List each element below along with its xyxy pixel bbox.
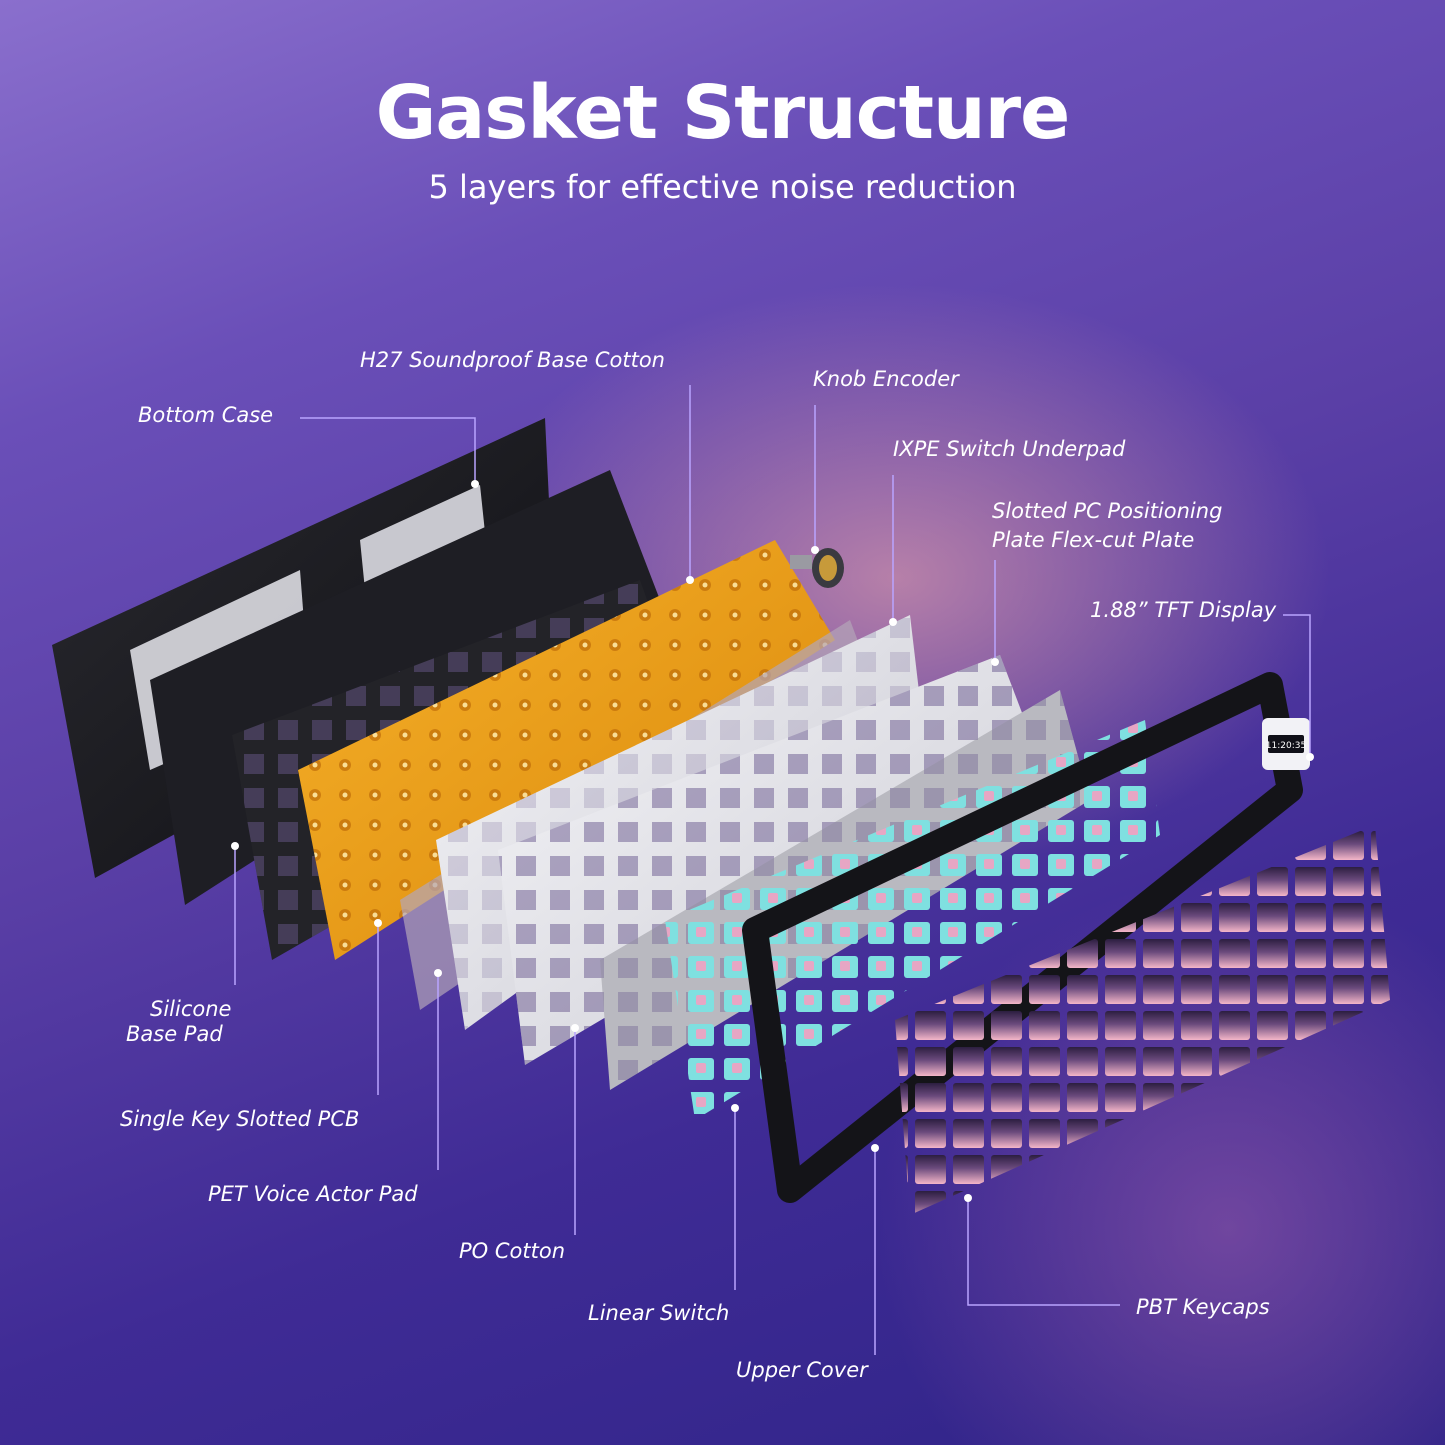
label-pc-plate-line2: Plate Flex-cut Plate: [992, 528, 1195, 552]
label-tft-display: 1.88” TFT Display: [1090, 598, 1277, 622]
label-pcb: Single Key Slotted PCB: [120, 1107, 360, 1131]
label-silicone-line2: Base Pad: [126, 1022, 223, 1046]
single-key-slotted-pcb: [298, 540, 835, 960]
callout-lines: [231, 385, 1314, 1355]
page-subtitle: 5 layers for effective noise reduction: [428, 168, 1017, 206]
label-bottom-case: Bottom Case: [138, 403, 274, 427]
page-title: Gasket Structure: [375, 70, 1071, 156]
line-keycaps: [967, 1200, 1120, 1306]
linear-switches: [665, 720, 1160, 1120]
upper-cover: 11:20:35: [742, 672, 1310, 1203]
label-linear-switch: Linear Switch: [588, 1301, 730, 1325]
label-h27-cotton: H27 Soundproof Base Cotton: [360, 348, 665, 372]
header: Gasket Structure 5 layers for effective …: [0, 68, 1445, 206]
label-po-cotton: PO Cotton: [459, 1239, 566, 1263]
label-upper-cover: Upper Cover: [736, 1358, 868, 1382]
knob-encoder: [790, 548, 844, 588]
line-bottom-case: [300, 417, 476, 482]
label-ixpe-underpad: IXPE Switch Underpad: [893, 437, 1126, 461]
label-pc-plate-line1: Slotted PC Positioning: [992, 499, 1223, 523]
line-tft: [1283, 614, 1311, 755]
label-silicone-line1: Silicone: [150, 997, 232, 1021]
pbt-keycaps: [895, 825, 1390, 1215]
label-pet-pad: PET Voice Actor Pad: [208, 1182, 418, 1206]
display-time-readout: 11:20:35: [1266, 741, 1306, 751]
label-knob-encoder: Knob Encoder: [813, 367, 959, 391]
label-pbt-keycaps: PBT Keycaps: [1136, 1295, 1270, 1319]
